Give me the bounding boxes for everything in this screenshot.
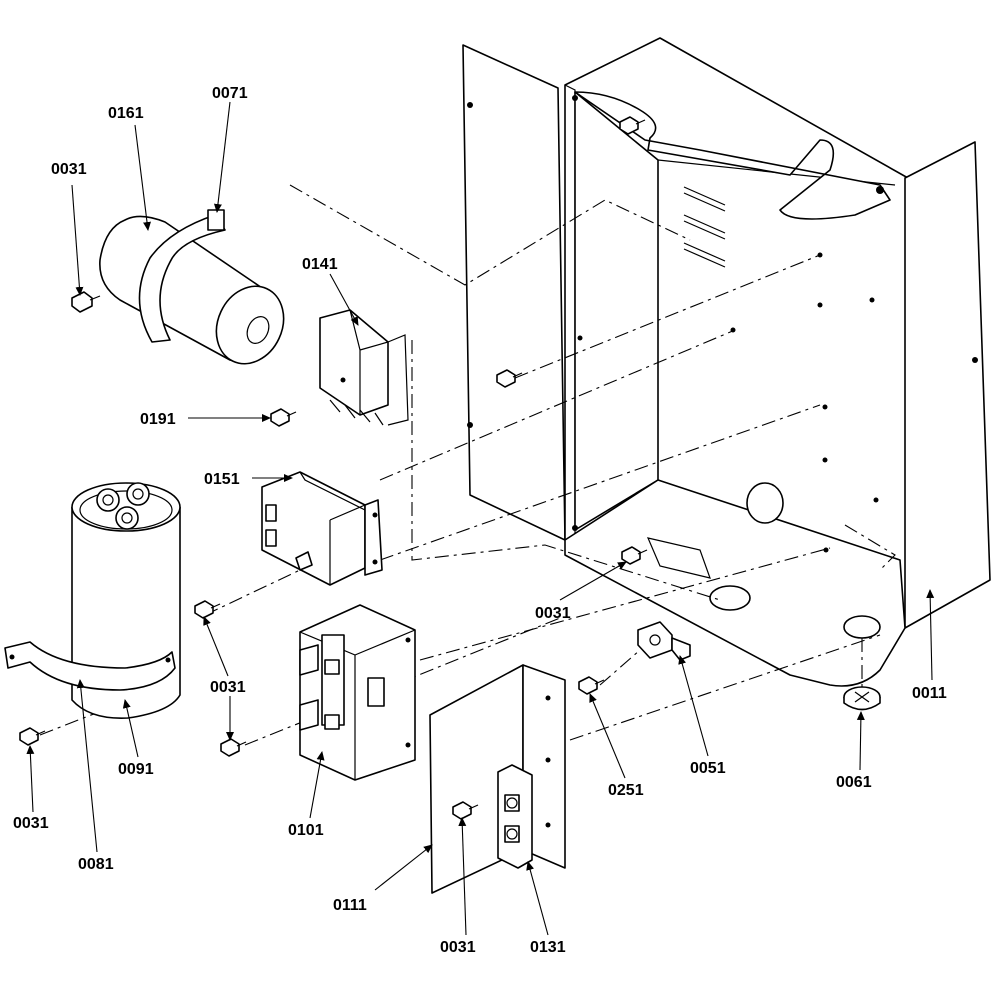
start-capacitor-0161 [99,209,285,365]
contactor-0101 [299,604,416,781]
label-0111: 0111 [333,897,367,914]
label-0151: 0151 [204,471,240,488]
label-0161: 0161 [108,105,144,122]
label-0031-a: 0031 [51,161,87,178]
leader-lines [26,101,935,936]
label-0191: 0191 [140,411,176,428]
capacitor-strap-0081 [4,641,176,691]
label-0031-c: 0031 [13,815,49,832]
hole-plug-0061 [843,686,881,711]
terminal-block-0131 [497,764,533,869]
label-0061: 0061 [836,774,872,791]
transformer-0151 [261,471,383,586]
screw-icon [19,116,648,820]
label-0091: 0091 [118,761,154,778]
label-0031-b: 0031 [210,679,246,696]
control-box-cabinet [462,37,991,687]
label-0141: 0141 [302,256,338,273]
label-0131: 0131 [530,939,566,956]
part-labels: 0031 0161 0071 0141 0191 0151 0031 0091 … [13,85,947,956]
label-0071: 0071 [212,85,248,102]
label-0101: 0101 [288,822,324,839]
ground-lug-0051 [637,621,691,661]
label-0051: 0051 [690,760,726,777]
relay-0141 [319,309,409,426]
label-0251: 0251 [608,782,644,799]
label-0081: 0081 [78,856,114,873]
label-0011: 0011 [912,685,947,702]
label-0031-e: 0031 [535,605,571,622]
label-0031-d: 0031 [440,939,476,956]
